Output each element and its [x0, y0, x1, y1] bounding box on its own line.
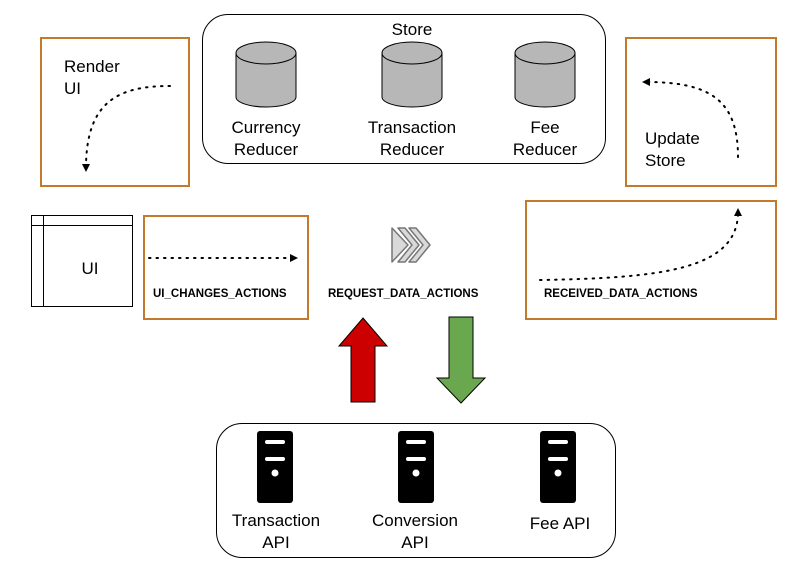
- received-data-actions-label: RECEIVED_DATA_ACTIONS: [544, 288, 698, 300]
- conversion-api-label: Conversion API: [372, 511, 458, 552]
- store-title: Store: [391, 20, 433, 39]
- up-arrow-icon: [337, 317, 389, 403]
- server-icon: [540, 431, 576, 503]
- fast-forward-icon: [391, 227, 431, 263]
- ui-changes-actions-label: UI_CHANGES_ACTIONS: [153, 288, 287, 300]
- ui-window-titlebar: [32, 225, 132, 226]
- received-data-box: [525, 200, 777, 320]
- database-icon: [381, 41, 443, 108]
- transaction-api-label: Transaction API: [231, 511, 321, 552]
- server-icon: [257, 431, 293, 503]
- update-store-box: [625, 37, 777, 187]
- update-store-flow-arrow: [642, 78, 739, 158]
- ui-window[interactable]: [31, 215, 133, 307]
- down-arrow-icon: [435, 316, 487, 404]
- ui-changes-box: [143, 215, 309, 320]
- database-icon: [514, 41, 576, 108]
- server-icon: [398, 431, 434, 503]
- received-data-flow-arrow: [539, 208, 742, 281]
- transaction-reducer-label: Transaction Reducer: [367, 118, 457, 159]
- currency-reducer-label: Currency Reducer: [231, 118, 301, 159]
- render-ui-flow-arrow: [82, 85, 171, 172]
- ui-window-sidebar: [43, 216, 44, 306]
- update-store-label: Update Store: [645, 129, 700, 170]
- render-ui-box: [40, 37, 190, 187]
- render-ui-label: Render UI: [64, 57, 120, 98]
- ui-window-label: UI: [81, 259, 99, 278]
- fee-reducer-label: Fee Reducer: [512, 118, 578, 159]
- request-data-actions-label: REQUEST_DATA_ACTIONS: [328, 288, 479, 300]
- database-icon: [235, 41, 297, 108]
- fee-api-label: Fee API: [529, 514, 591, 533]
